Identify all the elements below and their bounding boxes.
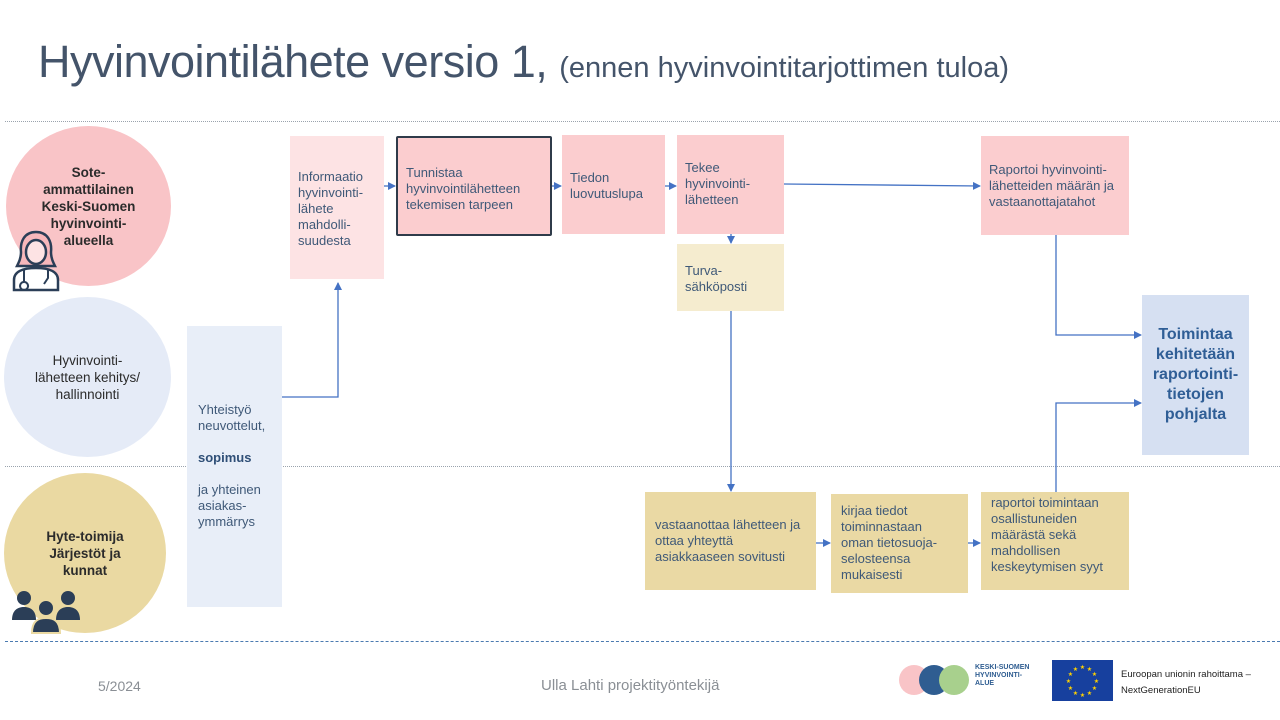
ksh-logo-icon: [899, 665, 969, 695]
svg-text:★: ★: [1073, 690, 1078, 697]
title-sub: (ennen hyvinvointitarjottimen tuloa): [559, 52, 1010, 84]
step-yhteistyo: Yhteistyö neuvottelut, sopimus ja yhtein…: [187, 326, 282, 607]
arrow-raportoi-top-to-toimintaa: [1055, 235, 1142, 339]
yhteistyo-line-1: Yhteistyö neuvottelut,: [198, 402, 266, 433]
svg-text:★: ★: [1068, 685, 1073, 692]
actor-label: Hyte-toimija Järjestöt ja kunnat: [46, 528, 124, 578]
actor-label: Hyvinvointi-lähetteen kehitys/ hallinnoi…: [34, 352, 141, 402]
step-kirjaa-tiedot: kirjaa tiedot toiminnastaan oman tietosu…: [831, 494, 968, 593]
svg-text:★: ★: [1087, 690, 1092, 697]
lane-divider-top: [5, 121, 1280, 122]
footer-author: Ulla Lahti projektityöntekijä: [541, 677, 720, 694]
arrow-yhteistyo-to-info: [282, 282, 342, 398]
step-turvasahkoposti: Turva-sähköposti: [677, 244, 784, 311]
eu-text-line-2: NextGenerationEU: [1121, 685, 1201, 696]
svg-text:★: ★: [1092, 671, 1097, 678]
actor-hyte-toimija: Hyte-toimija Järjestöt ja kunnat: [4, 473, 166, 633]
group-icon: [12, 591, 80, 634]
page-title: Hyvinvointilähete versio 1, (ennen hyvin…: [38, 36, 1238, 96]
eu-funding-text: Euroopan unionin rahoittama – NextGenera…: [1121, 667, 1251, 699]
eu-text-line-1: Euroopan unionin rahoittama –: [1121, 669, 1251, 680]
step-tekee-lahetteen: Tekee hyvinvointi-lähetteen: [677, 135, 784, 234]
svg-text:★: ★: [1066, 678, 1071, 685]
yhteistyo-line-2: sopimus: [198, 450, 252, 465]
svg-text:★: ★: [1087, 666, 1092, 673]
actor-kehitys-hallinnointi: Hyvinvointi-lähetteen kehitys/ hallinnoi…: [4, 297, 171, 457]
lane-divider-middle: [5, 466, 1280, 467]
svg-text:★: ★: [1068, 671, 1073, 678]
lane-divider-bottom: [5, 641, 1280, 642]
step-tiedon-luovutuslupa: Tiedon luovutuslupa: [562, 135, 665, 234]
footer-date: 5/2024: [98, 678, 141, 694]
step-raportoi-toimintaan: raportoi toimintaan osallistuneiden määr…: [981, 492, 1129, 590]
step-informaatio: Informaatio hyvinvointi-lähete mahdolli-…: [290, 136, 384, 279]
actor-label: Sote-ammattilainen Keski-Suomen hyvinvoi…: [41, 164, 136, 248]
step-toimintaa-kehitetaan: Toimintaa kehitetään raportointi-tietoje…: [1142, 295, 1249, 455]
step-tunnistaa: Tunnistaa hyvinvointilähetteen tekemisen…: [396, 136, 552, 236]
title-main: Hyvinvointilähete versio 1,: [38, 36, 560, 87]
svg-text:★: ★: [1080, 692, 1085, 699]
doctor-icon: [12, 230, 60, 292]
step-raportoi-maaran: Raportoi hyvinvointi-lähetteiden määrän …: [981, 136, 1129, 235]
arrow-raportoi-bottom-to-toimintaa: [1055, 399, 1142, 492]
svg-text:★: ★: [1080, 664, 1085, 671]
toimintaa-label: Toimintaa kehitetään raportointi-tietoje…: [1152, 326, 1239, 423]
svg-text:★: ★: [1092, 685, 1097, 692]
ksh-logo-text: KESKI-SUOMEN HYVINVOINTI-ALUE: [975, 664, 1030, 687]
yhteistyo-line-3: ja yhteinen asiakas-ymmärrys: [198, 482, 261, 529]
arrow-tekee-to-raportoi: [783, 181, 981, 190]
step-vastaanottaa: vastaanottaa lähetteen ja ottaa yhteyttä…: [645, 492, 816, 590]
svg-text:★: ★: [1073, 666, 1078, 673]
eu-flag-icon: ★ ★ ★ ★ ★ ★ ★ ★ ★ ★ ★ ★: [1052, 660, 1113, 701]
svg-text:★: ★: [1094, 678, 1099, 685]
